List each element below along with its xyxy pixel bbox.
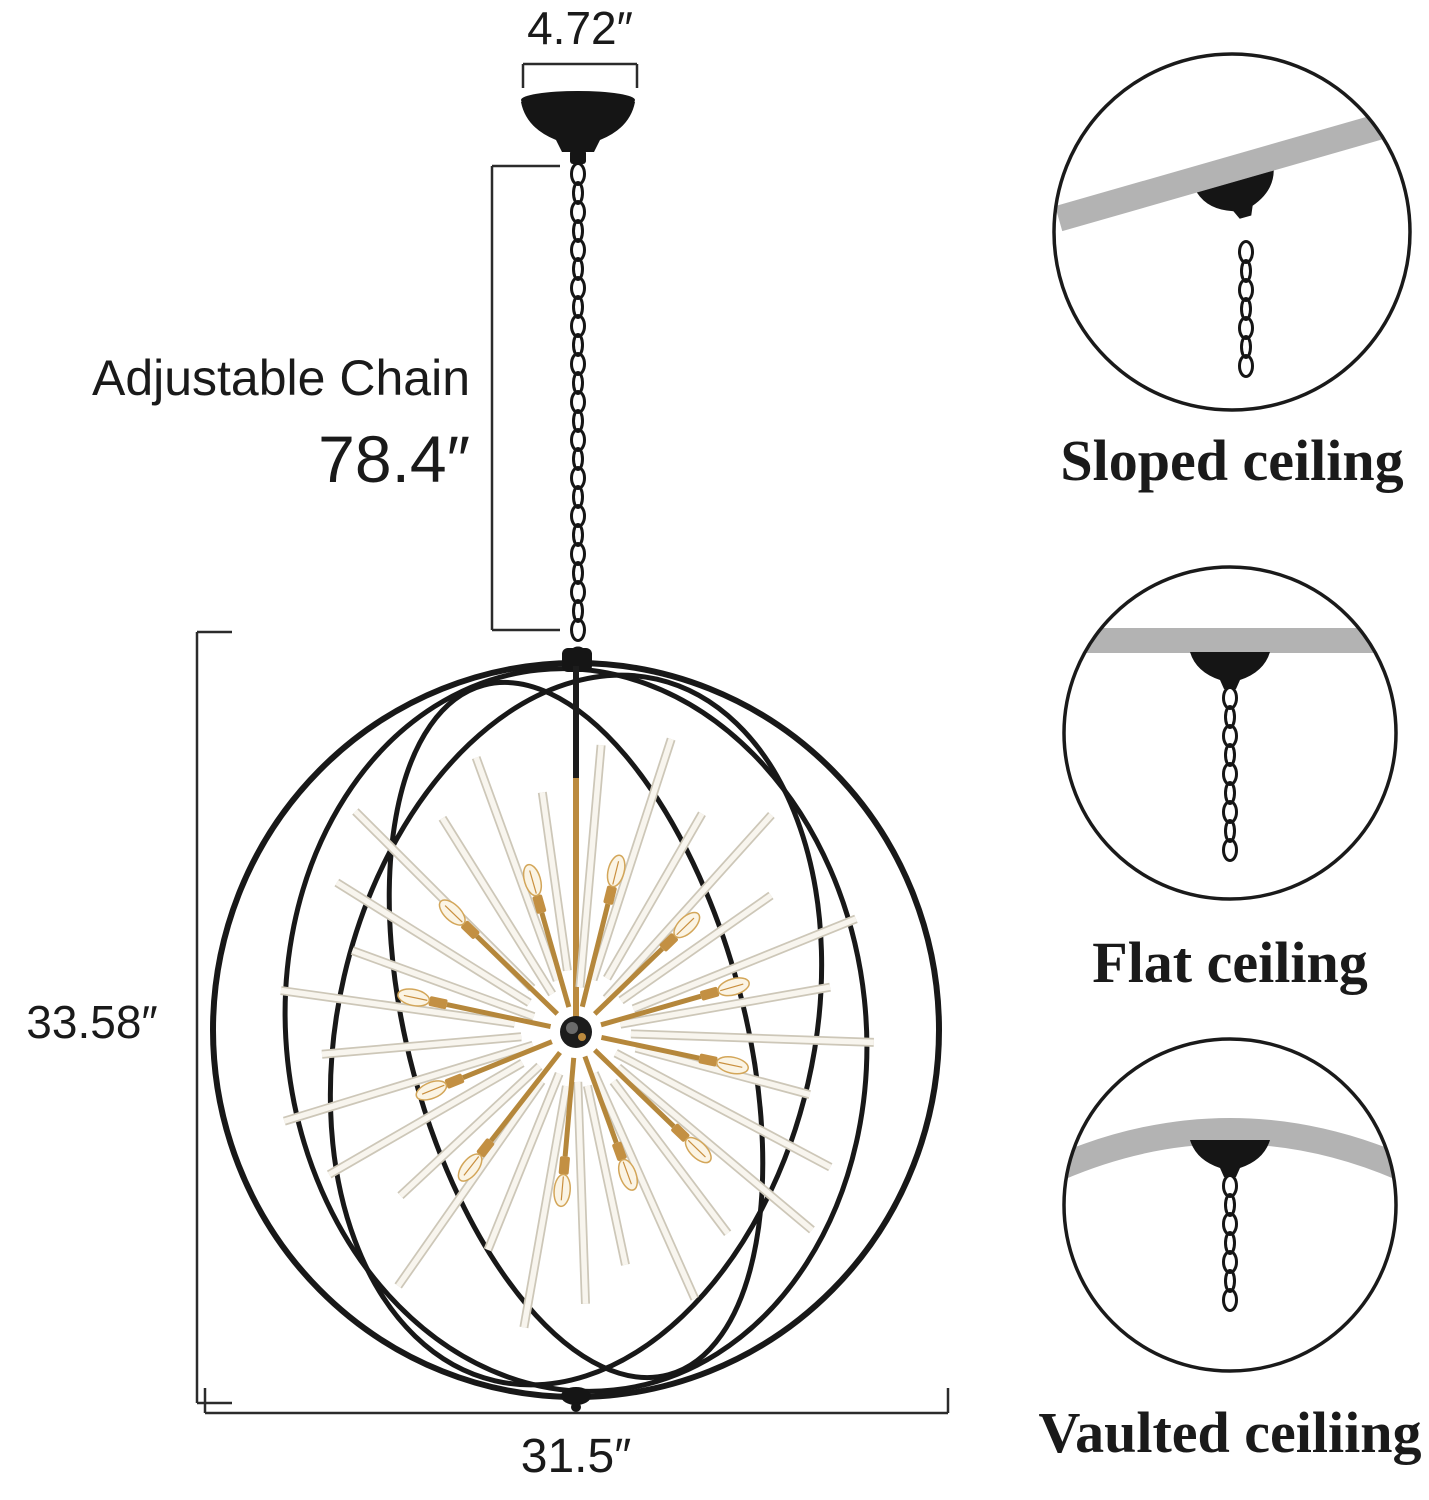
vaulted-ceiling-label: Vaulted ceiliing <box>1039 1400 1422 1465</box>
flat-ceiling-label: Flat ceiling <box>1092 930 1367 995</box>
canopy-width-value: 4.72″ <box>527 2 633 54</box>
mount-flat-ceiling <box>1062 565 1398 901</box>
mount-sloped-ceiling <box>1052 52 1412 412</box>
fixture-height-value: 33.58″ <box>26 996 157 1048</box>
mini-chain <box>1222 1174 1238 1312</box>
mount-circle-outline <box>1062 1037 1398 1373</box>
chain-length-value: 78.4″ <box>318 422 470 496</box>
fixture-width-value: 31.5″ <box>521 1430 631 1483</box>
chandelier-canopy <box>521 91 635 164</box>
sloped-ceiling-label: Sloped ceiling <box>1060 428 1403 493</box>
cage-fittings <box>561 648 592 1412</box>
vaulted-ceiling-arc <box>1064 1118 1396 1180</box>
mini-canopy <box>1190 1140 1270 1177</box>
fixture-height-dimension <box>195 630 232 1405</box>
mount-circle-outline <box>1062 565 1398 901</box>
chain-label: Adjustable Chain <box>92 350 470 406</box>
hanging-chain <box>570 162 586 642</box>
chain-length-dimension <box>490 164 560 632</box>
mini-chain <box>1222 686 1238 862</box>
mount-circle-outline <box>1052 52 1412 412</box>
sputnik-starburst <box>280 737 874 1329</box>
mini-canopy <box>1196 170 1274 219</box>
flat-ceiling-bar <box>1064 628 1396 653</box>
fixture-width-dimension <box>203 1388 950 1415</box>
sloped-ceiling-bar <box>1055 106 1409 232</box>
mini-canopy <box>1190 652 1270 689</box>
mount-vaulted-ceiling <box>1062 1037 1398 1373</box>
mini-chain <box>1238 240 1254 378</box>
canopy-width-dimension <box>521 62 639 88</box>
